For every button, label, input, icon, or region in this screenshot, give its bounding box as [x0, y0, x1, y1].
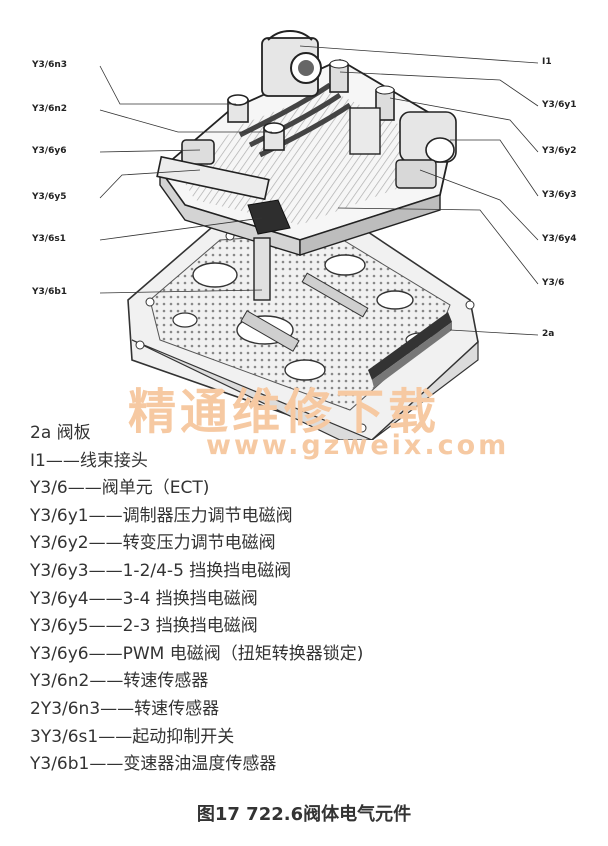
valve-body-drawing — [99, 30, 539, 441]
callout-y3-6y5: Y3/6y5 — [32, 192, 67, 202]
legend-item: Y3/6y2——转变压力调节电磁阀 — [30, 533, 276, 554]
watermark-url: www.gzweix.com — [206, 430, 510, 461]
legend-item: Y3/6y4——3-4 挡换挡电磁阀 — [30, 588, 258, 609]
speed-sensor-n3 — [227, 94, 249, 123]
callout-y3-6y1: Y3/6y1 — [542, 100, 577, 110]
solenoid-y5 — [156, 155, 270, 201]
temperature-sensor-b1 — [253, 237, 271, 301]
watermark-chinese: 精通维修下载 — [128, 384, 441, 440]
callout-y3-6: Y3/6 — [542, 278, 565, 288]
callout-y3-6s1: Y3/6s1 — [32, 234, 66, 244]
watermark: 精通维修下载 www.gzweix.com — [0, 372, 608, 462]
solenoid-y2 — [399, 111, 457, 163]
figure-caption: 图17 722.6阀体电气元件 — [196, 804, 412, 825]
harness-connector-i1 — [261, 30, 322, 97]
valve-body-figure: Y3/6n3 Y3/6n2 Y3/6y6 Y3/6y5 Y3/6s1 Y3/6b… — [32, 30, 577, 441]
callout-y3-6y2: Y3/6y2 — [542, 146, 577, 156]
legend-item: Y3/6y1——调制器压力调节电磁阀 — [30, 505, 293, 526]
legend-item: 2a 阀板 — [30, 423, 91, 443]
legend-item: Y3/6y3——1-2/4-5 挡换挡电磁阀 — [30, 560, 292, 581]
valve-plate-2a — [127, 211, 479, 441]
callout-i1: I1 — [542, 57, 552, 67]
callout-2a: 2a — [542, 329, 555, 339]
legend-item: 3Y3/6s1——起动抑制开关 — [30, 726, 235, 747]
callout-y3-6n3: Y3/6n3 — [32, 60, 67, 70]
starter-lockout-switch-s1 — [247, 199, 291, 235]
callout-y3-6y4: Y3/6y4 — [542, 234, 577, 244]
speed-sensor-n2 — [263, 122, 285, 151]
leader-lines — [99, 45, 539, 336]
legend-item: I1——线束接头 — [30, 450, 148, 471]
solenoid-y6 — [181, 139, 215, 165]
callout-y3-6y6: Y3/6y6 — [32, 146, 67, 156]
legend-item: Y3/6y5——2-3 挡换挡电磁阀 — [30, 616, 258, 637]
legend-item: Y3/6n2——转速传感器 — [30, 671, 209, 692]
legend-item: Y3/6y6——PWM 电磁阀（扭矩转换器锁定) — [30, 643, 364, 664]
legend-item: Y3/6——阀单元（ECT) — [30, 478, 210, 499]
callout-y3-6b1: Y3/6b1 — [32, 287, 68, 297]
solenoid-y3-y4 — [349, 107, 437, 189]
legend: 2a 阀板 I1——线束接头 Y3/6——阀单元（ECT) Y3/6y1——调制… — [30, 420, 590, 779]
legend-item: Y3/6b1——变速器油温度传感器 — [30, 754, 277, 775]
callout-y3-6n2: Y3/6n2 — [32, 104, 67, 114]
callout-y3-6y3: Y3/6y3 — [542, 190, 577, 200]
legend-item: 2Y3/6n3——转速传感器 — [30, 698, 220, 719]
